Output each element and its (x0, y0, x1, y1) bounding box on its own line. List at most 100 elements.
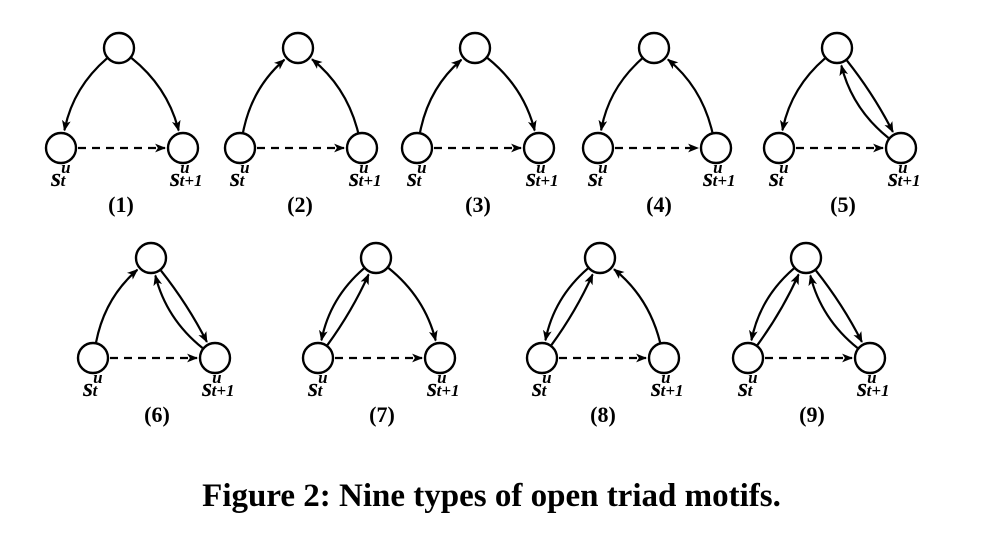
label-right-base: s (348, 163, 359, 192)
label-left-superscript: u (61, 158, 70, 177)
edge-right-to-top (808, 274, 859, 349)
node-left (44, 131, 78, 165)
label-right-base: s (525, 163, 536, 192)
node-top (820, 31, 854, 65)
label-right-base: s (702, 163, 713, 192)
label-right-base: s (650, 373, 661, 402)
label-left-subscript: t (318, 381, 324, 400)
label-right-subscript: t+1 (536, 171, 559, 190)
node-top (134, 241, 168, 275)
label-right-base: s (887, 163, 898, 192)
edge-left-to-top (550, 273, 594, 346)
label-right-superscript: u (180, 158, 189, 177)
label-left-base: s (406, 163, 417, 192)
edge-top-to-right (846, 59, 894, 133)
node-left (762, 131, 796, 165)
node-left (76, 341, 110, 375)
node-right (884, 131, 918, 165)
label-right-superscript: u (898, 158, 907, 177)
label-left-superscript: u (598, 158, 607, 177)
edge-right-to-top (153, 274, 204, 349)
label-left-subscript: t (542, 381, 548, 400)
node-top (281, 31, 315, 65)
node-top (458, 31, 492, 65)
label-left-subscript: t (61, 171, 67, 190)
edge-left-to-top (756, 273, 800, 346)
motif-number: (1) (108, 192, 134, 217)
motif-number: (4) (646, 192, 672, 217)
node-right (166, 131, 200, 165)
label-right-superscript: u (867, 368, 876, 387)
node-top (789, 241, 823, 275)
node-right (423, 341, 457, 375)
node-right (198, 341, 232, 375)
edge-top-to-right (486, 57, 537, 132)
motif-number: (7) (369, 402, 395, 427)
label-right-subscript: t+1 (898, 171, 921, 190)
label-right-subscript: t+1 (661, 381, 684, 400)
label-right-subscript: t+1 (867, 381, 890, 400)
edge-right-to-top (311, 58, 360, 133)
edge-top-to-right (130, 57, 181, 132)
label-right-subscript: t+1 (212, 381, 235, 400)
edge-right-to-top (613, 268, 662, 343)
label-left-superscript: u (318, 368, 327, 387)
label-right-base: s (169, 163, 180, 192)
node-top (583, 241, 617, 275)
motif-number: (9) (799, 402, 825, 427)
label-right-base: s (201, 373, 212, 402)
edge-top-to-right (815, 269, 863, 343)
label-left-superscript: u (779, 158, 788, 177)
node-top (637, 31, 671, 65)
label-right-superscript: u (661, 368, 670, 387)
label-left-superscript: u (93, 368, 102, 387)
node-left (731, 341, 765, 375)
label-left-superscript: u (748, 368, 757, 387)
edge-top-to-left (543, 267, 589, 342)
label-left-base: s (229, 163, 240, 192)
label-left-superscript: u (240, 158, 249, 177)
label-right-superscript: u (713, 158, 722, 177)
label-right-subscript: t+1 (437, 381, 460, 400)
edge-top-to-left (749, 267, 795, 342)
label-left-subscript: t (748, 381, 754, 400)
label-left-superscript: u (417, 158, 426, 177)
node-top (359, 241, 393, 275)
edge-left-to-top (241, 58, 286, 133)
label-right-subscript: t+1 (713, 171, 736, 190)
node-right (699, 131, 733, 165)
label-right-base: s (426, 373, 437, 402)
motif-number: (6) (144, 402, 170, 427)
edge-top-to-left (598, 57, 643, 132)
edge-left-to-top (418, 58, 463, 133)
label-right-subscript: t+1 (180, 171, 203, 190)
node-right (345, 131, 379, 165)
edge-top-to-left (62, 57, 108, 132)
figure-caption: Figure 2: Nine types of open triad motif… (202, 478, 781, 514)
node-right (647, 341, 681, 375)
node-left (223, 131, 257, 165)
edge-right-to-top (839, 64, 890, 139)
